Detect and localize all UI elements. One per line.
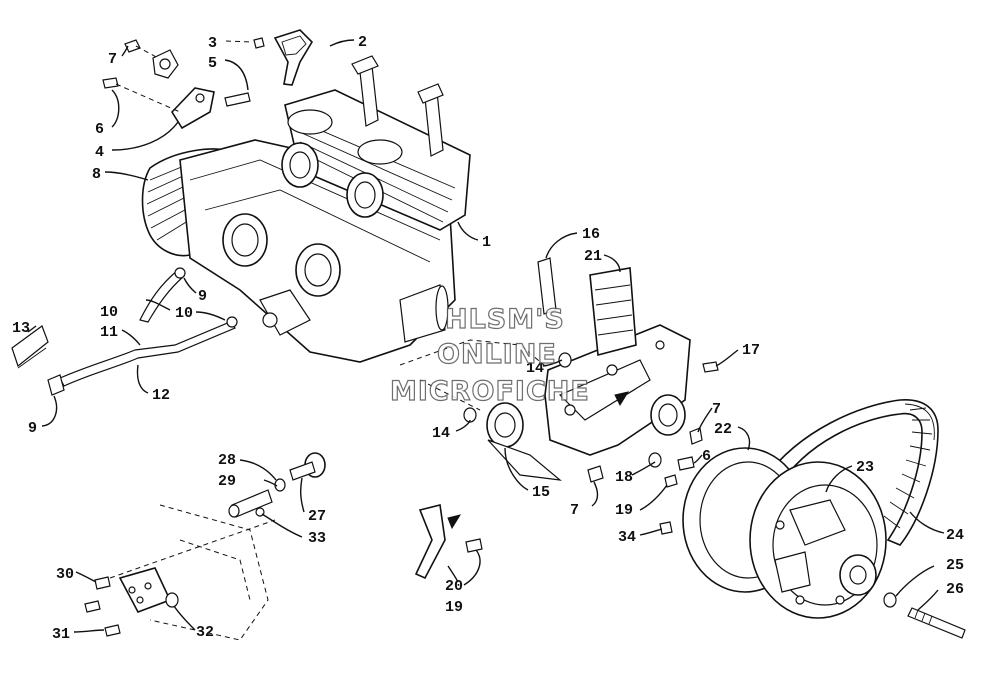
- drive-clutch-assembly: [659, 399, 966, 639]
- callout-14-upper: 14: [526, 360, 544, 377]
- callout-29: 29: [218, 473, 236, 490]
- engine-mount-plate: [399, 257, 719, 488]
- callout-10-left: 10: [100, 304, 118, 321]
- callout-26: 26: [946, 581, 964, 598]
- leader-lines: [27, 39, 945, 633]
- callout-18: 18: [615, 469, 633, 486]
- callout-32: 32: [196, 624, 214, 641]
- callout-23: 23: [856, 459, 874, 476]
- callout-7-bottom: 7: [570, 502, 579, 519]
- callout-6-top: 6: [95, 121, 104, 138]
- callout-9-upper: 9: [198, 288, 207, 305]
- callout-27: 27: [308, 508, 326, 525]
- callout-9-lower: 9: [28, 420, 37, 437]
- watermark-line-2: ONLINE: [437, 339, 557, 370]
- callout-11: 11: [100, 324, 118, 341]
- callout-22: 22: [714, 421, 732, 438]
- callout-1: 1: [482, 234, 491, 251]
- callout-2: 2: [358, 34, 367, 51]
- callout-17: 17: [742, 342, 760, 359]
- callout-10-right: 10: [175, 305, 193, 322]
- callout-21: 21: [584, 248, 602, 265]
- callout-7-top: 7: [108, 51, 117, 68]
- callout-28: 28: [218, 452, 236, 469]
- callout-34: 34: [618, 529, 636, 546]
- callout-12: 12: [152, 387, 170, 404]
- callout-15: 15: [532, 484, 550, 501]
- callout-31: 31: [52, 626, 70, 643]
- watermark-line-1: HLSM'S: [445, 304, 565, 335]
- callout-5: 5: [208, 55, 217, 72]
- callout-19-lower: 19: [445, 599, 463, 616]
- top-small-parts: [102, 29, 314, 130]
- callout-30: 30: [56, 566, 74, 583]
- callout-16: 16: [582, 226, 600, 243]
- callout-33: 33: [308, 530, 326, 547]
- callout-13: 13: [12, 320, 30, 337]
- callout-4-left: 4: [95, 144, 104, 161]
- callout-19-right: 19: [615, 502, 633, 519]
- watermark: HLSM'S ONLINE MICROFICHE: [389, 303, 590, 407]
- callout-6-right: 6: [702, 448, 711, 465]
- callout-24: 24: [946, 527, 964, 544]
- callout-7-right: 7: [712, 401, 721, 418]
- callout-20: 20: [445, 578, 463, 595]
- lower-bracket-assembly: [84, 452, 483, 641]
- callout-14-lower: 14: [432, 425, 450, 442]
- callout-3: 3: [208, 35, 217, 52]
- watermark-line-3: MICROFICHE: [390, 376, 590, 407]
- callout-labels: 1 2 3 4 5 6 6 7 7 7 8 9 9 10 10 11 12 13…: [12, 34, 964, 643]
- callout-8: 8: [92, 166, 101, 183]
- callout-25: 25: [946, 557, 964, 574]
- engine-assembly: [141, 55, 471, 363]
- hose-assembly: [11, 267, 238, 396]
